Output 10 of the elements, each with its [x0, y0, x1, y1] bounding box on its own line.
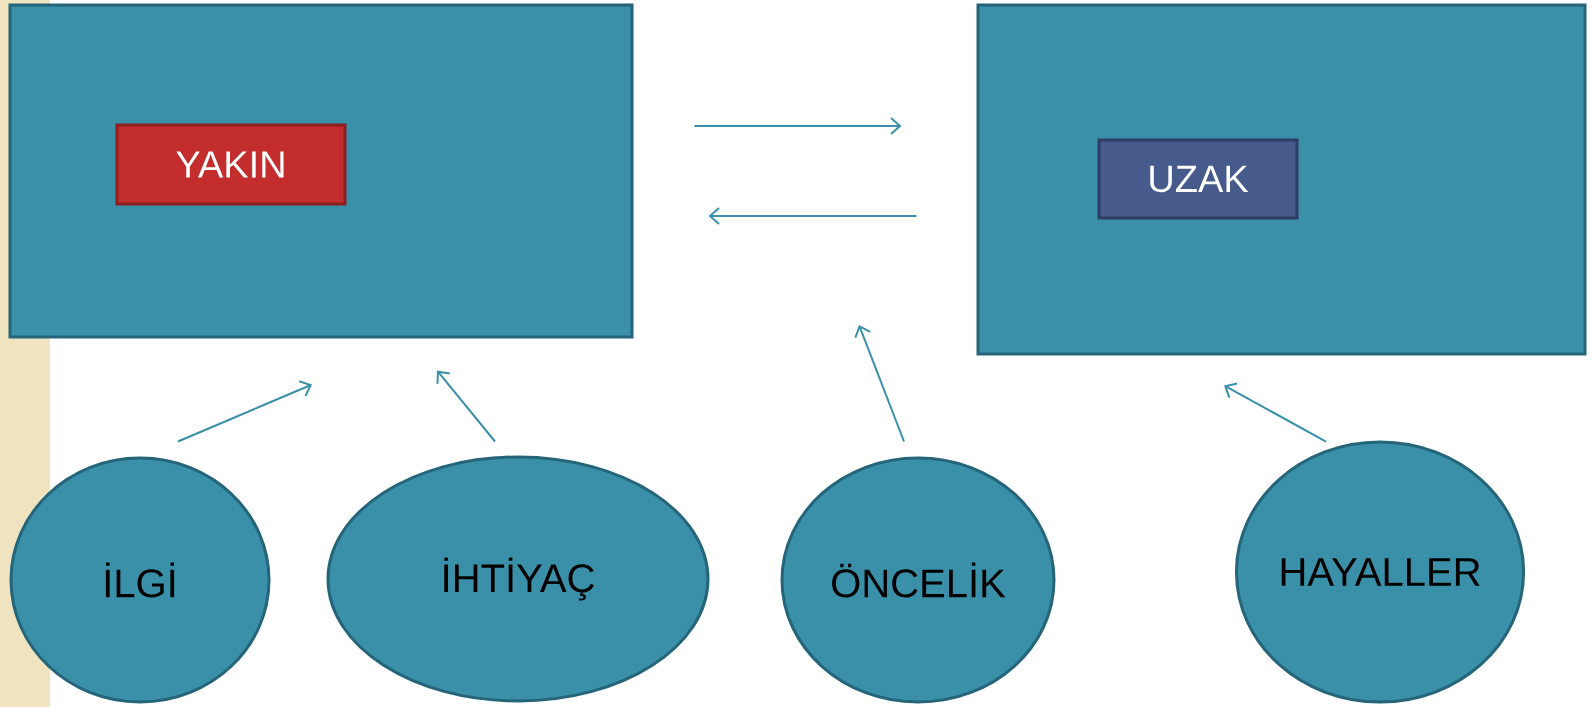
arrow: [854, 325, 905, 443]
arrow: [1224, 382, 1327, 443]
label-box: UZAK: [1097, 138, 1299, 220]
arrow: [177, 380, 312, 443]
arrow: [708, 207, 918, 225]
big-panel: [976, 3, 1587, 356]
arrow: [693, 117, 902, 135]
label-box: YAKIN: [115, 123, 347, 206]
arrow: [436, 370, 496, 443]
big-panel: [8, 3, 634, 339]
